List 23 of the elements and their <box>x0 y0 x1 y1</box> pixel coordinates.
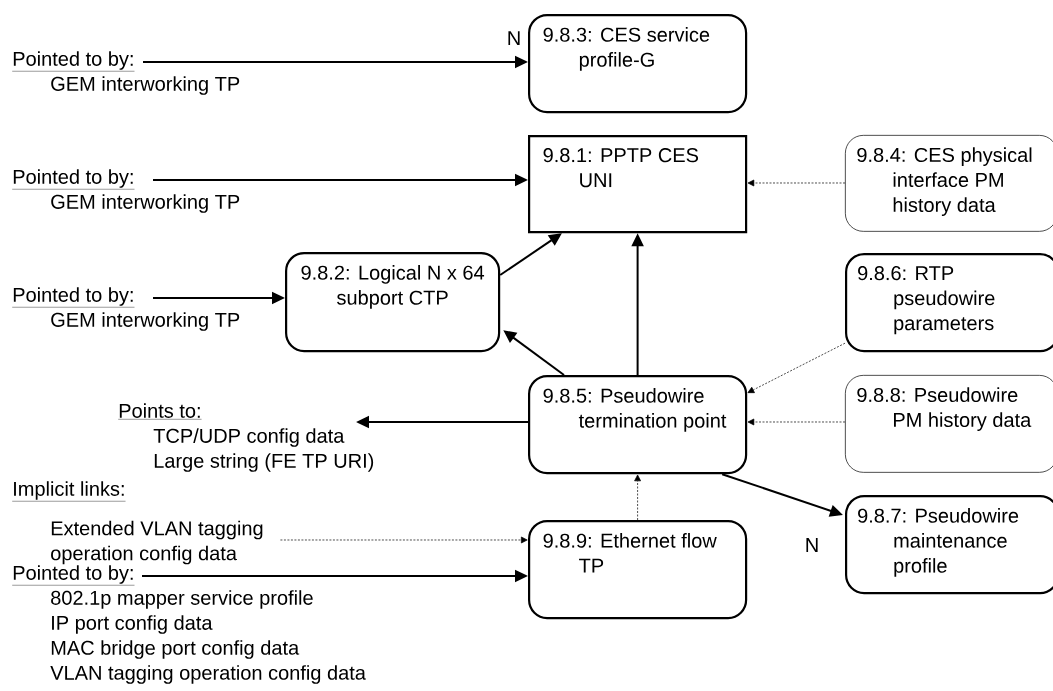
edge-label: N <box>505 30 523 46</box>
reference-note: Pointed to by: GEM interworking TP <box>12 287 240 331</box>
reference-note: Points to: TCP/UDP config data Large string (FE TP URI) <box>118 403 374 472</box>
process-box: 9.8.4: CES physical interface PM history data <box>845 135 1053 232</box>
process-box: 9.8.7: Pseudowire maintenance profile <box>845 495 1053 595</box>
process-box: 9.8.3: CES service profile-G <box>528 14 748 114</box>
arrow <box>747 342 846 394</box>
process-box: 9.8.5: Pseudowire termination point <box>528 375 748 475</box>
reference-note: Pointed to by: 802.1p mapper service profile IP port config data MAC bridge port config data VLAN tagging operation config data <box>12 565 366 684</box>
process-box: 9.8.9: Ethernet flow TP <box>528 520 748 620</box>
process-box: 9.8.8: Pseudowire PM history data <box>845 375 1053 473</box>
process-box: 9.8.2: Logical N x 64 subport CTP <box>285 252 501 353</box>
arrow <box>747 179 846 187</box>
process-box: 9.8.6: RTP pseudowire parameters <box>845 253 1053 353</box>
arrow <box>499 233 562 276</box>
arrow <box>634 474 641 521</box>
reference-note: Pointed to by: GEM interworking TP <box>12 51 240 95</box>
reference-note: Implicit links: Extended VLAN tagging operation config data <box>12 481 263 565</box>
reference-note: Pointed to by: GEM interworking TP <box>12 169 240 213</box>
process-box: 9.8.1: PPTP CES UNI <box>528 135 748 234</box>
arrow <box>747 418 846 426</box>
edge-label: N <box>803 537 821 553</box>
arrow <box>280 536 528 544</box>
